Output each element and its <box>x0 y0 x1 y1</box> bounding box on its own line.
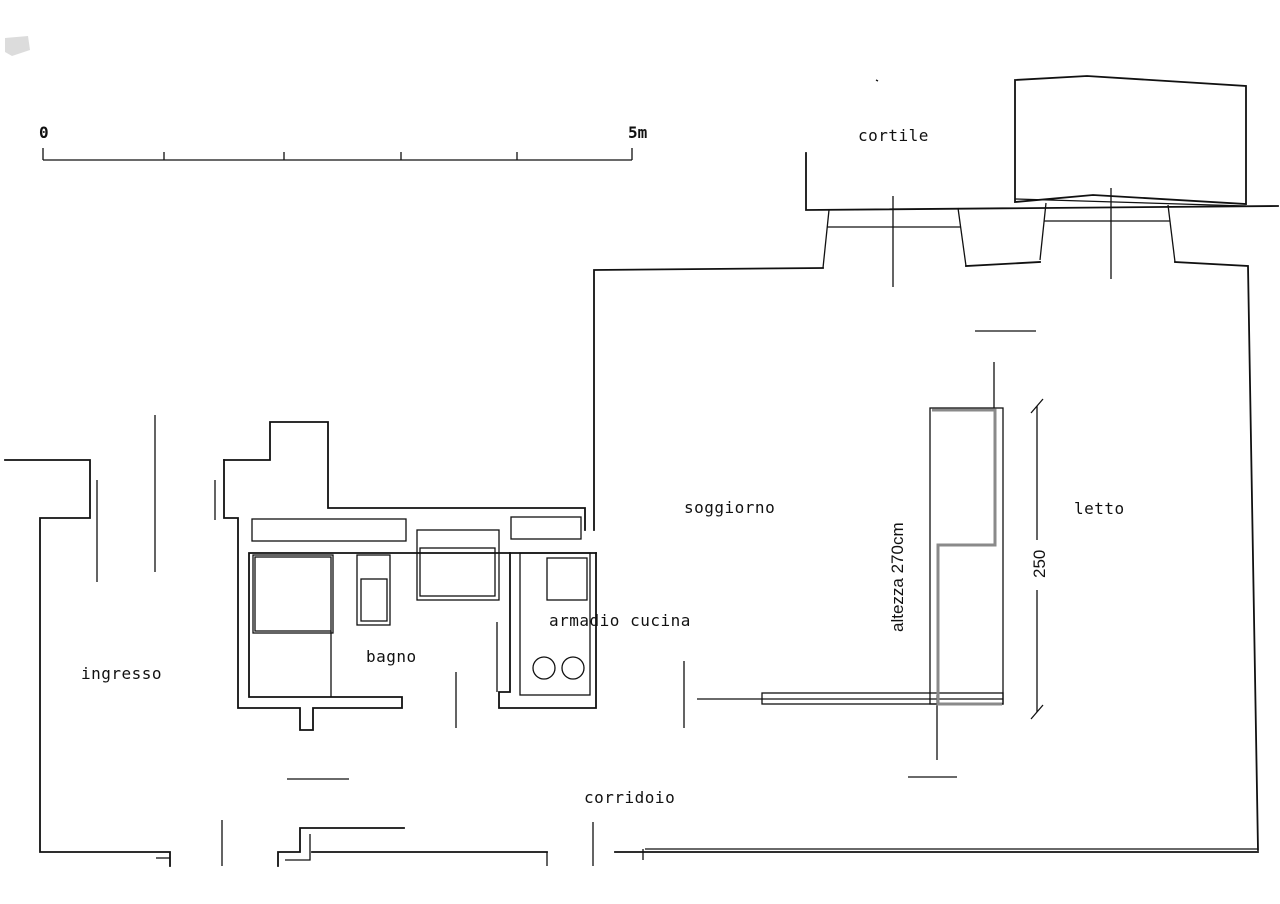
scan-smudge <box>5 36 30 56</box>
label-250: 250 <box>1030 550 1049 578</box>
bagno-block <box>223 421 685 731</box>
label-soggiorno: soggiorno <box>684 498 775 517</box>
scale-start-label: 0 <box>39 123 49 142</box>
wardrobe-partition <box>697 407 1004 778</box>
main-walls <box>592 261 1259 866</box>
label-letto: letto <box>1074 499 1125 518</box>
label-altezza: altezza 270cm <box>888 522 907 632</box>
scale-bar: 0 5m <box>39 123 648 161</box>
label-cortile: cortile <box>858 126 929 145</box>
cortile-structure <box>805 75 1279 287</box>
left-walls <box>4 415 548 867</box>
label-ingresso: ingresso <box>81 664 162 683</box>
highlight-outline <box>932 408 1002 706</box>
label-bagno: bagno <box>366 647 417 666</box>
scale-end-label: 5m <box>628 123 648 142</box>
label-armadio-cucina: armadio cucina <box>549 611 691 630</box>
label-corridoio: corridoio <box>584 788 675 807</box>
